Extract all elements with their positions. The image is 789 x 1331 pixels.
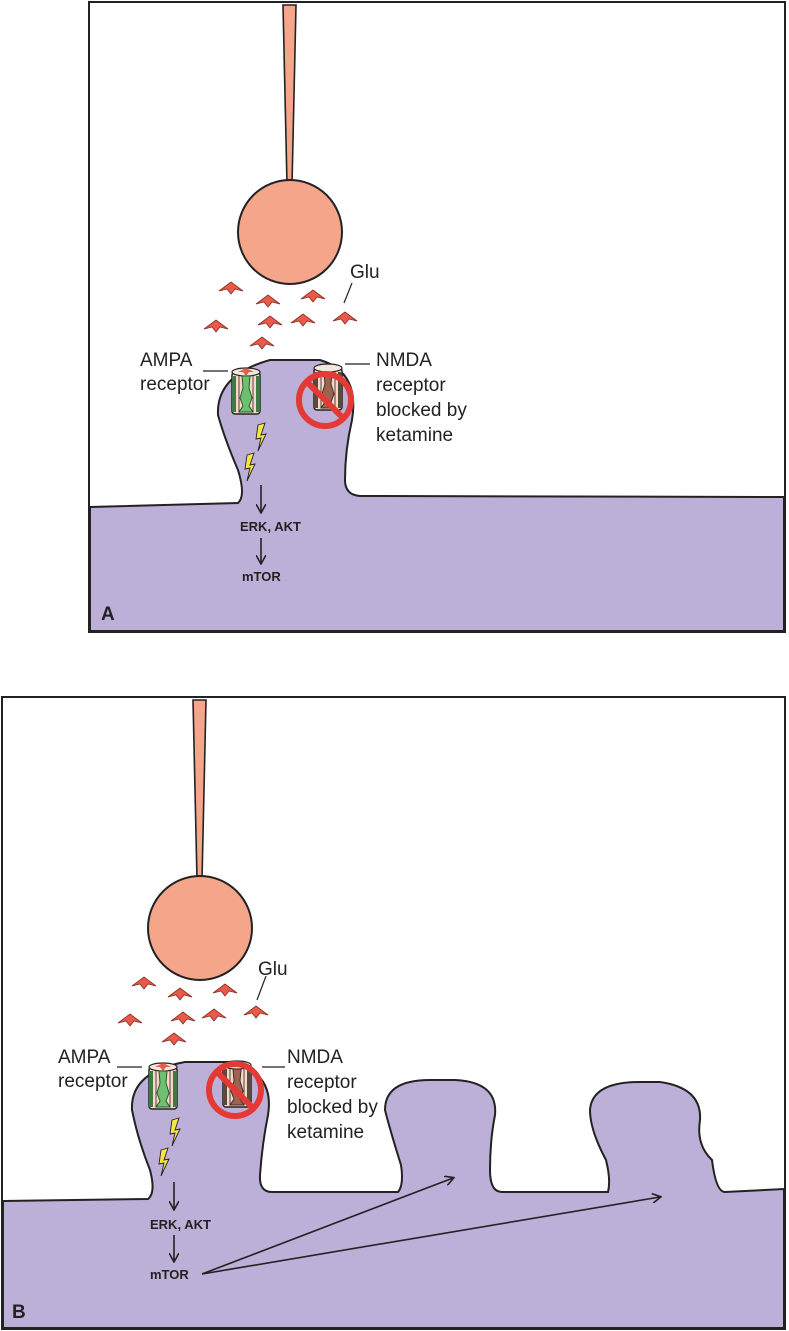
glu-leader-a: [343, 282, 353, 304]
signal-erk-akt-b: ERK, AKT: [150, 1217, 211, 1232]
ampa-label-a-line1: AMPA: [140, 350, 193, 371]
nmda-label-b-line2: receptor: [287, 1072, 357, 1093]
ampa-label-b-line1: AMPA: [58, 1047, 111, 1068]
nmda-label-b-line3: blocked by: [287, 1097, 378, 1118]
panel-label-b: B: [12, 1302, 26, 1323]
panel-label-a: A: [101, 604, 115, 625]
signal-erk-akt-a: ERK, AKT: [240, 519, 301, 534]
panel-b: Glu AMPA receptor NMDA receptor blocked …: [1, 696, 786, 1330]
arrow-mtor-to-spine-1: [201, 1178, 453, 1275]
ampa-receptor-b: [148, 1062, 178, 1110]
presynaptic-terminal-b: [147, 875, 253, 981]
ampa-label-a-line2: receptor: [140, 374, 210, 395]
nmda-label-a-line4: ketamine: [376, 425, 453, 446]
glu-leader-b: [256, 975, 267, 1001]
presynaptic-terminal-a: [237, 179, 343, 285]
nmda-label-b-line4: ketamine: [287, 1122, 364, 1143]
signal-mtor-b: mTOR: [150, 1267, 189, 1282]
nmda-label-b-line1: NMDA: [287, 1047, 343, 1068]
postsynaptic-membrane-b: [1, 1061, 785, 1329]
arrow-mtor-to-spine-2: [201, 1197, 660, 1275]
ampa-receptor-a: [231, 367, 261, 415]
signal-mtor-a: mTOR: [242, 569, 281, 584]
nmda-label-a-line1: NMDA: [376, 350, 432, 371]
ampa-label-b-line2: receptor: [58, 1071, 128, 1092]
glu-label-a: Glu: [350, 262, 380, 283]
nmda-label-a-line2: receptor: [376, 375, 446, 396]
panel-a: Glu AMPA receptor NMDA receptor blocked …: [88, 1, 786, 633]
nmda-label-a-line3: blocked by: [376, 400, 467, 421]
glu-label-b: Glu: [258, 959, 288, 980]
